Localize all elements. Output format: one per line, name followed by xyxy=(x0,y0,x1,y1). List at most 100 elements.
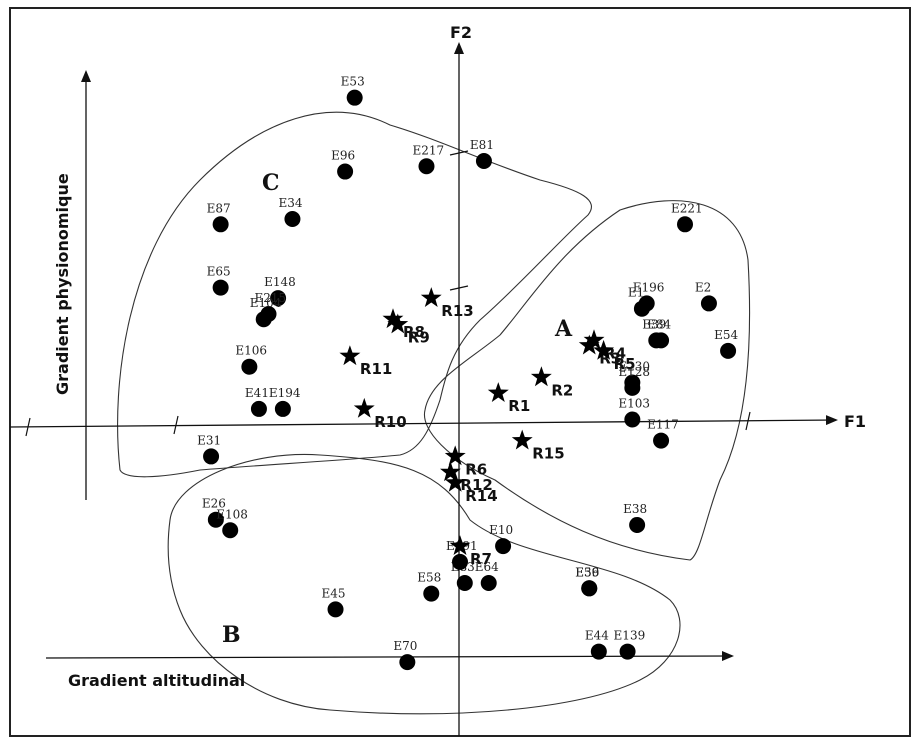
releve-point-r4 xyxy=(583,329,605,350)
releve-point-r6 xyxy=(444,445,466,466)
group-c-envelope xyxy=(117,111,592,478)
species-label-e39: E39 xyxy=(642,317,666,331)
releve-label-r15: R15 xyxy=(532,445,564,463)
species-label-e84: E84 xyxy=(647,317,671,331)
species-label-e26: E26 xyxy=(202,497,226,511)
species-label-e96: E96 xyxy=(331,149,355,163)
releve-point-r5 xyxy=(593,339,615,360)
species-point-e54 xyxy=(720,342,737,359)
species-point-e64 xyxy=(480,575,497,592)
species-point-e128 xyxy=(624,379,641,396)
species-label-e148: E148 xyxy=(264,275,296,289)
species-point-e83 xyxy=(456,575,473,592)
species-label-e230: E230 xyxy=(618,360,650,374)
species-point-e1 xyxy=(633,300,650,317)
species-point-e87 xyxy=(212,216,229,233)
f1-tick xyxy=(25,417,31,437)
releve-label-r9: R9 xyxy=(408,329,430,347)
species-label-e45: E45 xyxy=(322,586,346,600)
species-point-e106 xyxy=(241,358,258,375)
species-point-e117 xyxy=(653,432,670,449)
releve-label-r12: R12 xyxy=(460,476,492,494)
releve-label-r1: R1 xyxy=(508,397,530,415)
species-label-e103: E103 xyxy=(618,396,650,410)
group-a-envelope xyxy=(423,200,751,561)
species-point-e45 xyxy=(327,601,344,618)
species-point-e38 xyxy=(629,516,646,533)
species-point-e104 xyxy=(255,311,272,328)
releve-point-r9 xyxy=(387,313,409,334)
releve-point-r12 xyxy=(440,461,461,482)
species-point-e44 xyxy=(590,643,607,660)
species-label-e139: E139 xyxy=(614,629,646,643)
species-label-e117: E117 xyxy=(647,418,679,432)
f1-tick xyxy=(745,411,751,431)
releve-label-r2: R2 xyxy=(551,381,573,399)
species-point-e31 xyxy=(203,448,220,465)
species-point-e53 xyxy=(346,89,363,106)
species-label-e2: E2 xyxy=(695,280,711,294)
group-b-envelope xyxy=(167,453,681,715)
species-label-e54: E54 xyxy=(714,328,738,342)
species-label-e34: E34 xyxy=(278,196,302,210)
f2-axis-label: F2 xyxy=(450,23,472,42)
species-point-e139 xyxy=(619,643,636,660)
species-label-e106: E106 xyxy=(235,344,267,358)
species-label-e53: E53 xyxy=(341,75,365,89)
species-point-e58 xyxy=(423,585,440,602)
species-point-e108 xyxy=(222,522,239,539)
species-point-e10 xyxy=(495,538,512,555)
group-c-label: C xyxy=(262,170,280,196)
species-point-e41 xyxy=(250,400,267,417)
releve-label-r7: R7 xyxy=(470,550,492,568)
species-label-e31: E31 xyxy=(197,433,221,447)
releve-point-r15 xyxy=(511,429,533,450)
species-label-e215: E215 xyxy=(255,291,287,305)
releve-label-r8: R8 xyxy=(403,323,425,341)
species-point-e70 xyxy=(399,654,416,671)
species-point-e96 xyxy=(337,163,354,180)
species-label-e41: E41 xyxy=(245,386,269,400)
species-label-e217: E217 xyxy=(412,143,444,157)
f2-tick xyxy=(449,285,469,291)
physionomic-gradient-label: Gradient physionomique xyxy=(53,173,72,395)
releve-label-r11: R11 xyxy=(360,360,392,378)
species-label-e10: E10 xyxy=(489,523,513,537)
altitudinal-gradient-label: Gradient altitudinal xyxy=(68,671,245,690)
releve-point-r2 xyxy=(530,366,552,387)
species-label-e44: E44 xyxy=(585,629,609,643)
group-a-label: A xyxy=(554,316,573,342)
species-label-e87: E87 xyxy=(207,201,231,215)
releve-point-r11 xyxy=(339,345,361,366)
species-point-e84 xyxy=(653,332,670,349)
species-point-e217 xyxy=(418,158,435,175)
f1-tick xyxy=(173,415,179,435)
releve-label-r5: R5 xyxy=(614,355,636,373)
species-label-e104: E104 xyxy=(250,296,282,310)
species-point-e26 xyxy=(207,511,224,528)
releve-label-r13: R13 xyxy=(441,302,473,320)
species-label-e59: E59 xyxy=(575,565,599,579)
species-point-e221 xyxy=(677,216,693,233)
f2-tick xyxy=(449,150,469,156)
species-point-e59 xyxy=(581,580,598,597)
releve-point-r8 xyxy=(382,308,404,329)
species-label-e108: E108 xyxy=(216,507,248,521)
species-label-e221: E221 xyxy=(671,201,703,215)
releve-label-r14: R14 xyxy=(465,487,497,505)
releve-point-r7 xyxy=(449,535,471,555)
species-point-e191 xyxy=(452,553,468,570)
altitudinal-gradient-arrow xyxy=(45,651,734,662)
plot-frame xyxy=(9,7,911,737)
species-label-e1: E1 xyxy=(628,286,644,300)
releve-point-r14 xyxy=(444,471,466,492)
species-label-e38: E38 xyxy=(623,502,647,516)
species-label-e36: E36 xyxy=(575,565,599,579)
releve-point-r13 xyxy=(420,287,442,307)
group-b-label: B xyxy=(222,622,241,648)
species-label-e65: E65 xyxy=(207,265,231,279)
releve-point-r10 xyxy=(353,397,375,418)
species-point-e34 xyxy=(284,211,301,228)
